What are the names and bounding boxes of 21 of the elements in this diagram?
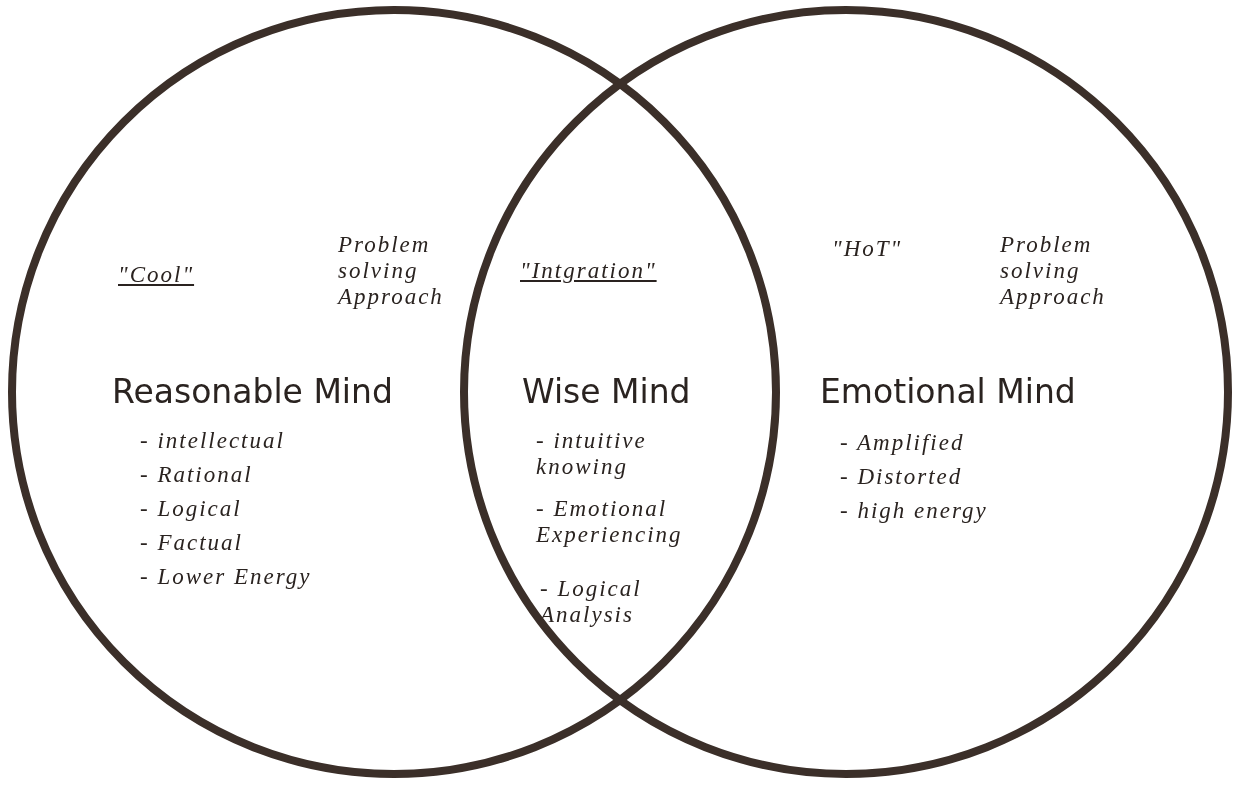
venn-circle [8, 6, 780, 778]
heading: Emotional Mind [820, 372, 1076, 411]
section-label: "Cool" [118, 262, 195, 288]
annotation: Problem solving Approach [1000, 232, 1107, 310]
annotation: Problem solving Approach [338, 232, 445, 310]
venn-circle [460, 6, 1232, 778]
list-item: - Distorted [840, 464, 963, 490]
list-item: - high energy [840, 498, 988, 524]
heading: Reasonable Mind [112, 372, 393, 411]
list-item: - Rational [140, 462, 253, 488]
list-item: - Emotional Experiencing [536, 496, 684, 548]
list-item: - Logical [140, 496, 242, 522]
list-item: - Factual [140, 530, 243, 556]
list-item: - Lower Energy [140, 564, 312, 590]
section-label: "HoT" [832, 236, 903, 262]
section-label: "Intgration" [520, 258, 657, 284]
list-item: - intellectual [140, 428, 285, 454]
list-item: - intuitive knowing [536, 428, 648, 480]
heading: Wise Mind [522, 372, 691, 411]
list-item: - Logical Analysis [540, 576, 643, 628]
list-item: - Amplified [840, 430, 965, 456]
